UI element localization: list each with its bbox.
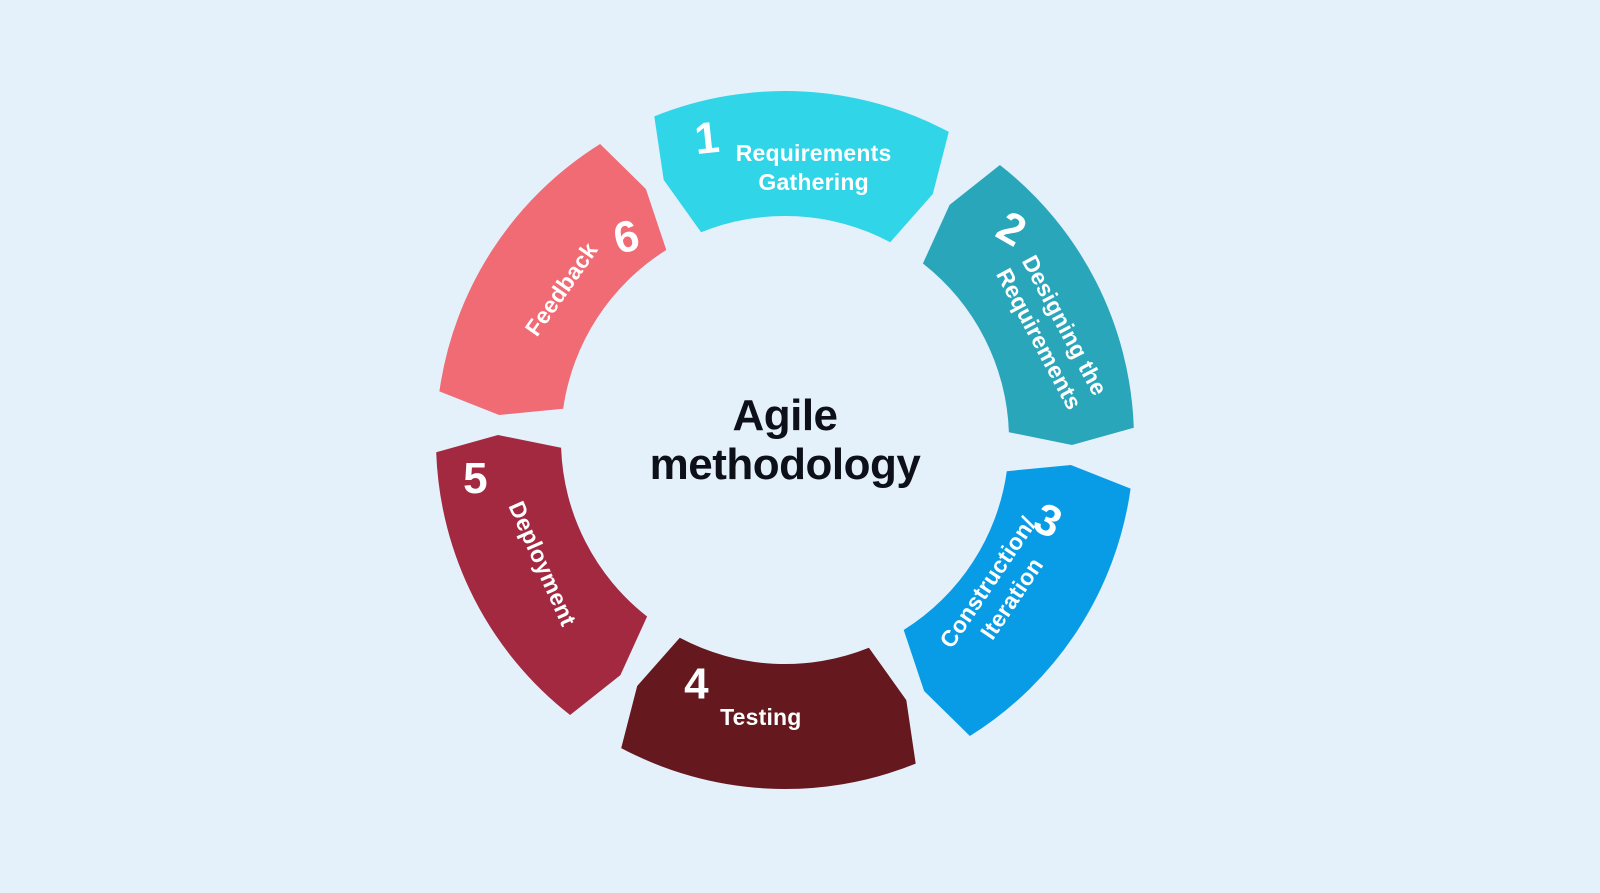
segment-5-number: 5 (463, 454, 487, 503)
segment-2-shape (922, 165, 1134, 445)
segment-4-label: Testing (720, 704, 801, 730)
segment-3-shape (903, 465, 1131, 736)
segment-1-number: 1 (692, 113, 721, 164)
diagram-title-line2: methodology (650, 440, 922, 489)
segment-1-shape (654, 91, 949, 243)
segment-4-number: 4 (684, 659, 709, 708)
segment-4-shape (621, 637, 916, 789)
segment-5-shape (436, 435, 648, 715)
segment-6-shape (439, 144, 667, 415)
diagram-title-line1: Agile (732, 391, 837, 440)
